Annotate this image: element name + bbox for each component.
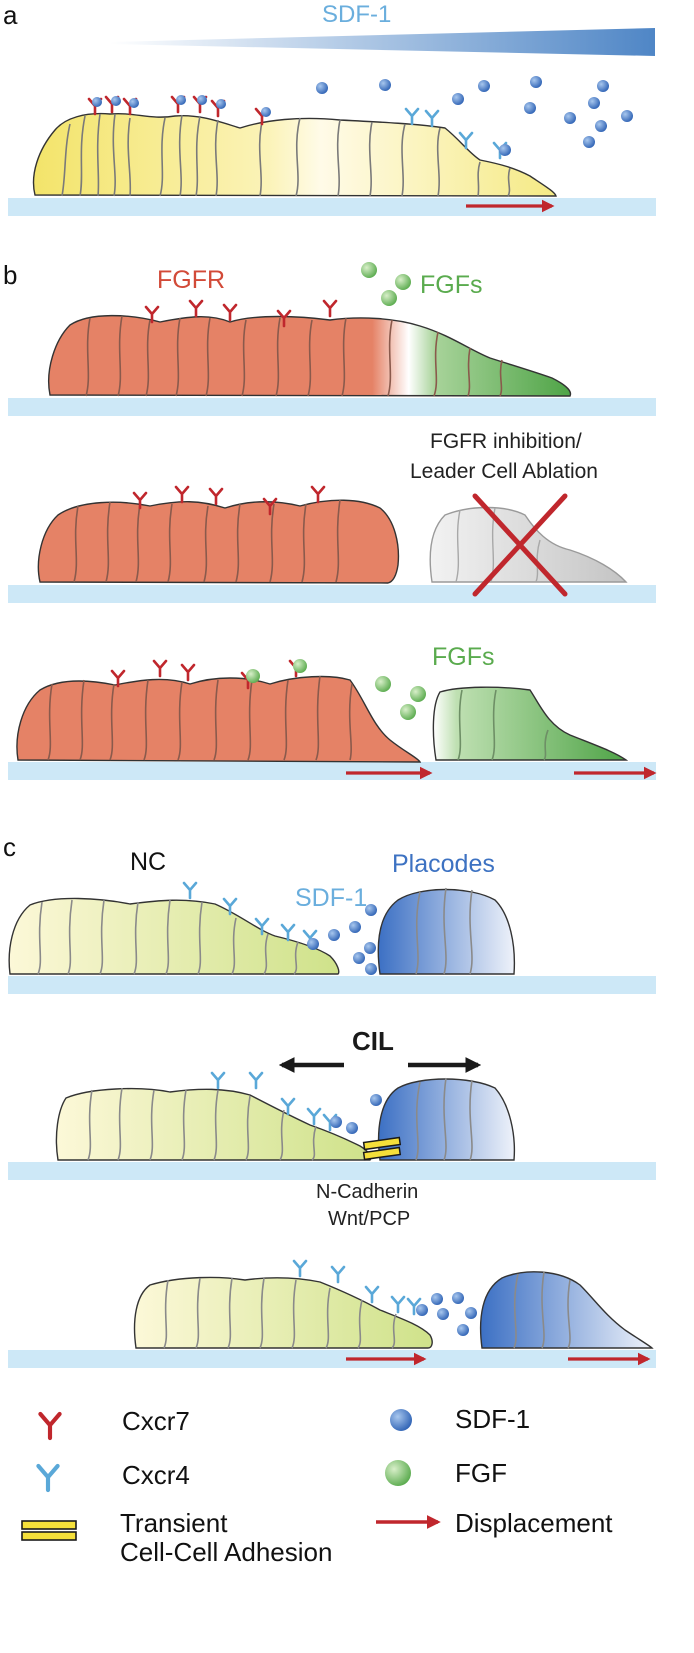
cell-boundaries-b1 [85,315,503,397]
legend-displacement-label: Displacement [455,1508,613,1538]
cell-cluster-a [32,112,557,197]
inhibition-label-line2: Leader Cell Ablation [410,460,598,483]
placodes-label: Placodes [392,850,495,878]
placode-cell-boundaries-c2 [415,1077,473,1161]
legend-sdf1-label: SDF-1 [455,1404,530,1434]
ablation-cross [472,493,568,597]
fgf-molecules-b1 [361,262,411,306]
legend-cxcr7-label: Cxcr7 [122,1406,190,1436]
placode-cell-boundaries-c3 [513,1271,571,1349]
fgfs-label-top: FGFs [420,271,483,299]
adhesion-label-line1: N-Cadherin [316,1181,418,1203]
nc-cluster-c2 [55,1087,372,1161]
sdf1-molecules-c3 [416,1292,477,1336]
substrate-c1 [8,976,656,994]
fgf-molecules-b3 [246,659,426,720]
nc-label: NC [130,848,166,876]
substrate-a [8,198,656,216]
substrate-b1 [8,398,656,416]
sdf1-molecules-c1 [307,904,377,975]
sdf1-label-c: SDF-1 [295,884,367,912]
legend-adhesion-line2: Cell-Cell Adhesion [120,1537,332,1567]
inhibition-label-line1: FGFR inhibition/ [430,430,582,453]
sdf1-molecules-c2 [330,1094,382,1134]
cxcr7-legend-icon [38,1411,62,1441]
fgfs-label-bottom: FGFs [432,643,495,671]
substrate-c2 [8,1162,656,1180]
cell-boundaries-a [61,113,511,197]
nc-cell-boundaries-c2 [87,1087,317,1161]
cell-boundaries-b2 [73,499,341,583]
legend: Cxcr7 Cxcr4 Transient Cell-Cell Adhesion… [21,1404,613,1567]
legend-fgf-label: FGF [455,1458,507,1488]
ablated-leader-cells [429,506,628,583]
legend-cxcr4-label: Cxcr4 [122,1460,190,1490]
cil-label: CIL [352,1026,394,1056]
substrate-b3 [8,762,656,780]
nc-cluster-c1 [8,897,340,975]
substrate-b2 [8,585,656,603]
adhesion-label-line2: Wnt/PCP [328,1208,410,1230]
nc-cluster-c3 [133,1276,433,1349]
panel-a-letter: a [3,0,18,30]
sdf1-gradient-bar [110,28,655,56]
sdf1-gradient-label: SDF-1 [322,1,391,28]
nc-cell-boundaries-c3 [163,1277,397,1349]
fgf-legend-icon [385,1460,411,1486]
cell-boundaries-b3 [47,675,353,761]
nc-cell-boundaries-c1 [37,899,299,975]
cxcr4-legend-icon [36,1463,60,1493]
leader-cell-boundaries [457,689,549,761]
placode-cell-boundaries-c1 [415,887,473,975]
adhesion-junction-c2 [362,1136,402,1161]
sdf1-molecules-a [92,76,633,156]
sdf1-legend-icon [390,1409,412,1431]
fgfr-label: FGFR [157,266,225,294]
placode-cluster-c3 [479,1271,654,1349]
cell-cluster-b2 [37,499,400,584]
substrate-c3 [8,1350,656,1368]
adhesion-legend-icon [21,1520,77,1541]
cell-cluster-b3 [16,675,422,763]
panel-c-letter: c [3,832,16,862]
legend-adhesion-line1: Transient [120,1508,228,1538]
panel-b-letter: b [3,260,17,290]
leader-cell-green [432,686,629,761]
